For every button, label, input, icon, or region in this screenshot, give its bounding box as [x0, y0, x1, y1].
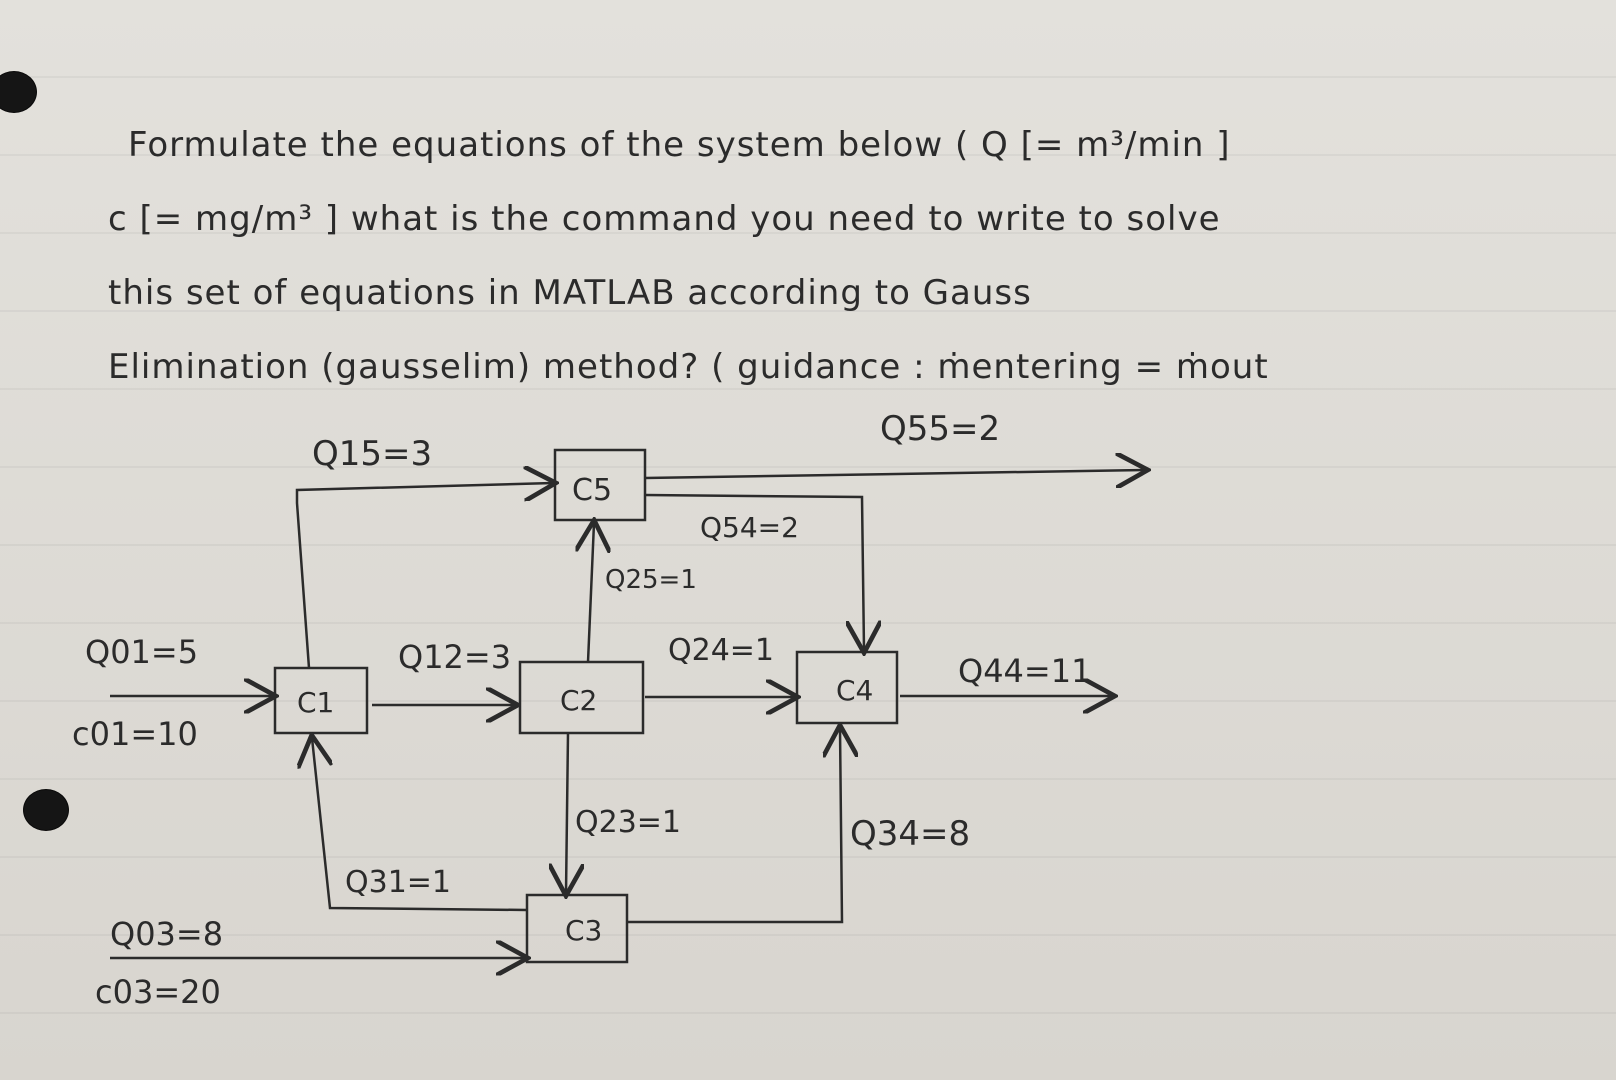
problem-line-1: Formulate the equations of the system be… [128, 125, 1231, 165]
node-label-c2: C2 [560, 684, 597, 717]
label-q23: Q23=1 [575, 805, 681, 840]
label-q24: Q24=1 [668, 633, 774, 668]
label-q03: Q03=8 [110, 915, 223, 953]
flow-c2-to-c5 [588, 523, 594, 663]
problem-line-2: c [= mg/m³ ] what is the command you nee… [108, 199, 1221, 239]
flow-c2-to-c3 [566, 732, 568, 893]
node-label-c5: C5 [572, 473, 612, 508]
problem-statement: Formulate the equations of the system be… [108, 108, 1538, 404]
flow-c3-to-c1 [312, 738, 528, 912]
flow-c5-out [644, 470, 1145, 478]
node-label-c1: C1 [297, 686, 334, 719]
binder-hole-top [0, 72, 36, 112]
problem-line-4: Elimination (gausselim) method? ( guidan… [108, 347, 1269, 387]
flow-c5-to-c4 [644, 493, 864, 650]
label-c03: c03=20 [95, 973, 221, 1011]
flow-c1-to-c5 [295, 483, 553, 669]
label-c01: c01=10 [72, 715, 198, 753]
flow-c3-to-c4 [627, 728, 842, 924]
label-q34: Q34=8 [850, 814, 970, 854]
label-q55: Q55=2 [880, 409, 1000, 449]
label-q25: Q25=1 [605, 565, 697, 595]
label-q44: Q44=11 [958, 652, 1091, 690]
label-q01: Q01=5 [85, 633, 198, 671]
label-q54: Q54=2 [700, 511, 799, 544]
binder-hole-middle [24, 790, 68, 830]
node-label-c3: C3 [565, 914, 602, 947]
node-label-c4: C4 [836, 674, 873, 707]
label-q12: Q12=3 [398, 638, 511, 676]
problem-line-3: this set of equations in MATLAB accordin… [108, 273, 1032, 313]
label-q15: Q15=3 [312, 434, 432, 474]
label-q31: Q31=1 [345, 865, 451, 900]
